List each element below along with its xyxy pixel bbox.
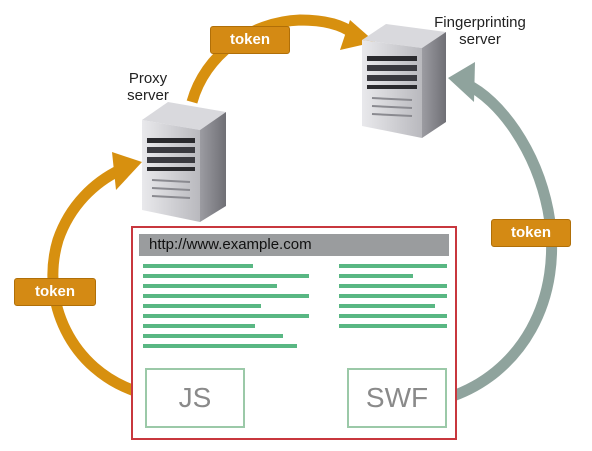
- content-line: [339, 264, 447, 268]
- swf-module: SWF: [347, 368, 447, 428]
- token-badge-left: token: [14, 278, 96, 306]
- fingerprinting-label-line2: server: [459, 31, 501, 48]
- js-module: JS: [145, 368, 245, 428]
- token-badge-top: token: [210, 26, 290, 54]
- content-line: [339, 304, 435, 308]
- arrow-browser-to-proxy: [47, 152, 142, 398]
- browser-window: http://www.example.com JS SWF: [131, 226, 457, 440]
- content-line: [339, 284, 447, 288]
- content-line: [339, 314, 447, 318]
- content-line: [339, 274, 413, 278]
- content-line: [143, 294, 309, 298]
- address-bar: http://www.example.com: [139, 234, 449, 256]
- proxy-server-icon: [142, 102, 226, 222]
- content-line: [143, 264, 253, 268]
- proxy-label-line1: Proxy: [128, 70, 168, 87]
- fingerprinting-label-line1: Fingerprinting: [434, 14, 526, 31]
- fingerprinting-server-icon: [362, 24, 446, 138]
- fingerprinting-server-label: Fingerprinting server: [420, 14, 540, 48]
- content-line: [143, 334, 283, 338]
- content-line: [143, 274, 309, 278]
- proxy-label-line2: server: [127, 87, 169, 104]
- content-line: [143, 324, 255, 328]
- arrow-swf-to-fingerprinting: [445, 62, 558, 404]
- content-line: [143, 284, 277, 288]
- content-line: [339, 324, 447, 328]
- content-line: [143, 304, 261, 308]
- content-line: [339, 294, 447, 298]
- content-line: [143, 344, 297, 348]
- token-badge-right: token: [491, 219, 571, 247]
- proxy-server-label: Proxy server: [118, 70, 178, 104]
- content-line: [143, 314, 309, 318]
